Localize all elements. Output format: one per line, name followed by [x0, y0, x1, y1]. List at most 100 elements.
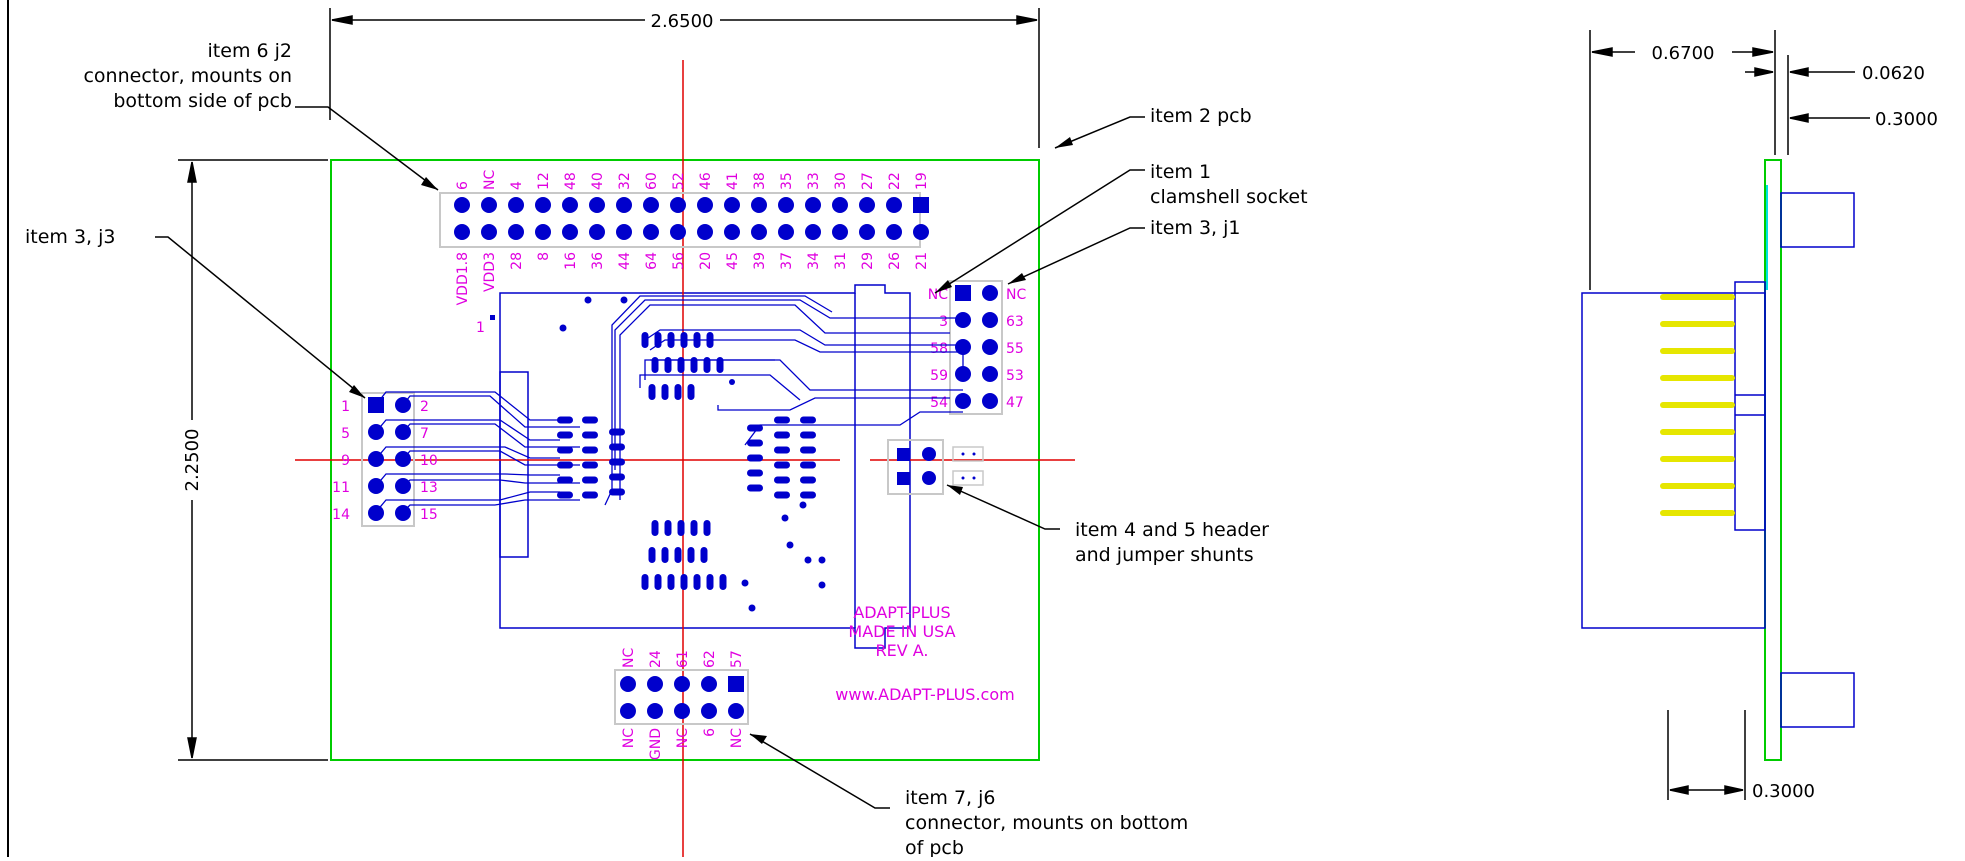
j3-pin-label: 10: [420, 453, 438, 469]
j2-pad: [643, 197, 659, 213]
j1-pad: [982, 393, 998, 409]
j3-pin-label: 11: [332, 480, 350, 496]
j2-pad: [724, 197, 740, 213]
j3-pad: [368, 505, 384, 521]
j2-pin-label: 40: [590, 172, 606, 190]
j1-pad: [982, 312, 998, 328]
j1-connector-outline: [949, 280, 1003, 415]
j2-pin-label: 64: [644, 252, 660, 270]
j3-pads: [368, 397, 411, 521]
ic-pad: [641, 332, 649, 348]
dimension-width-value: 2.6500: [651, 11, 714, 32]
ic-pad: [648, 384, 656, 400]
j3-pin-label: 2: [420, 399, 429, 415]
callout-item45-line1: item 4 and 5 header: [1075, 519, 1269, 541]
ic-pad: [774, 431, 790, 439]
callout-item3-j1: item 3, j1: [1150, 217, 1241, 239]
callout-item3-j3: item 3, j3: [25, 226, 116, 248]
j2-pin-label: 39: [752, 252, 768, 270]
ic-pad: [703, 357, 711, 373]
ic-pad: [609, 458, 625, 466]
j2-pin-label: 20: [698, 252, 714, 270]
j1-pads: [955, 285, 998, 409]
j2-pin-label: 27: [860, 172, 876, 190]
j2-pin-label: 32: [617, 172, 633, 190]
side-bottom-header: [1780, 672, 1855, 728]
vias: [559, 296, 826, 612]
ic-pad: [747, 424, 763, 432]
ic-pads: [557, 332, 816, 590]
ic-pad: [674, 547, 682, 563]
j1-pin-label: 63: [1006, 314, 1024, 330]
ic-pad: [747, 469, 763, 477]
j6-pad: [701, 703, 717, 719]
ic-pad: [800, 416, 816, 424]
gold-pin: [1660, 510, 1735, 516]
j2-pads: [454, 197, 929, 240]
j1-pad: [982, 339, 998, 355]
callout-item7-line1: item 7, j6: [905, 787, 996, 809]
ic-pad: [648, 547, 656, 563]
j2-pin-label: 8: [536, 252, 552, 261]
j2-pin-label: 60: [644, 172, 660, 190]
j2-pad: [697, 224, 713, 240]
j2-pin-label: 46: [698, 172, 714, 190]
j1-pad: [955, 393, 971, 409]
j2-pin-label: 52: [671, 172, 687, 190]
ic-pad: [582, 491, 598, 499]
brand-line3: REV A.: [875, 641, 928, 660]
ic-pad: [800, 476, 816, 484]
ic-pad: [800, 446, 816, 454]
socket-pin1-label: 1: [476, 320, 485, 336]
pcb-traces: [375, 295, 964, 513]
dimension-height: [178, 159, 328, 761]
gold-pin: [1660, 375, 1735, 381]
j6-pad: [620, 703, 636, 719]
j2-pad: [508, 197, 524, 213]
ic-pad: [557, 461, 573, 469]
j6-pad: [674, 703, 690, 719]
j2-pin-label: 36: [590, 252, 606, 270]
j2-pad: [535, 197, 551, 213]
j2-pin-label: 35: [779, 172, 795, 190]
j3-pin-label: 13: [420, 480, 438, 496]
ic-pad: [719, 574, 727, 590]
j2-pad: [589, 197, 605, 213]
j2-connector-outline: [439, 192, 921, 248]
ic-pad: [667, 332, 675, 348]
ic-pad: [747, 484, 763, 492]
gold-pin: [1660, 348, 1735, 354]
jumper-header: [887, 439, 984, 495]
ic-pad: [582, 461, 598, 469]
j6-pad: [647, 703, 663, 719]
ic-pad: [667, 574, 675, 590]
j2-pad: [805, 197, 821, 213]
callout-item6-line1: item 6 j2: [208, 40, 292, 62]
callout-item2: item 2 pcb: [1150, 105, 1252, 127]
callout-item7-line2: connector, mounts on bottom: [905, 812, 1188, 834]
ic-pad: [680, 574, 688, 590]
dimension-side-width: 0.6700: [1652, 43, 1715, 64]
j6-pin-label: GND: [648, 728, 664, 760]
ic-pad: [703, 520, 711, 536]
j1-pad: [955, 366, 971, 382]
ic-pad: [747, 454, 763, 462]
ic-pad: [664, 357, 672, 373]
j2-pad: [697, 197, 713, 213]
ic-pad: [774, 446, 790, 454]
j1-pad: [982, 366, 998, 382]
j3-pad: [395, 505, 411, 521]
j1-pin-label: 59: [930, 368, 948, 384]
ic-pad: [800, 491, 816, 499]
callout-item1-line1: item 1: [1150, 161, 1211, 183]
callout-item45-line2: and jumper shunts: [1075, 544, 1254, 566]
ic-pad: [674, 384, 682, 400]
j1-pin-label: 53: [1006, 368, 1024, 384]
j2-pin-label: 16: [563, 252, 579, 270]
ic-pad: [654, 332, 662, 348]
j2-pad: [670, 197, 686, 213]
ic-pad: [693, 574, 701, 590]
